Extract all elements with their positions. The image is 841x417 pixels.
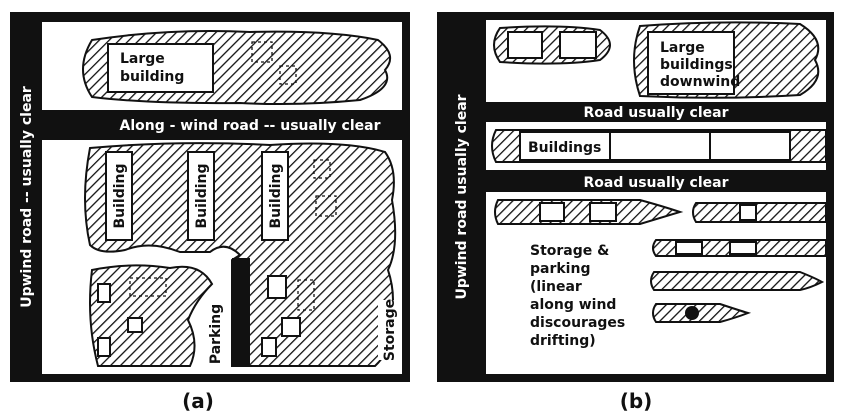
upwind-road-label: Upwind road -- usually clear — [19, 86, 35, 308]
storage-row — [692, 202, 827, 223]
storage-row — [494, 199, 684, 225]
shed — [261, 337, 277, 357]
shed — [281, 317, 301, 337]
parking-lane — [232, 258, 250, 366]
storage-row — [652, 303, 752, 323]
small-building — [507, 31, 543, 59]
dashed-outline — [251, 41, 273, 63]
storage-unit — [685, 306, 699, 320]
small-building — [559, 31, 597, 59]
building-3 — [261, 151, 289, 241]
storage-label-bg — [378, 300, 398, 360]
storage-unit — [539, 202, 565, 222]
building-2-label: Building — [194, 163, 210, 228]
panel-a-caption: (a) — [182, 389, 214, 413]
road-2-label: Road usually clear — [584, 175, 729, 191]
storage-unit — [729, 241, 757, 255]
storage-parking-label: along wind — [530, 297, 616, 313]
storage-unit — [675, 241, 703, 255]
along-wind-road-label: Along - wind road -- usually clear — [119, 118, 380, 134]
road-1-label: Road usually clear — [584, 105, 729, 121]
buildings-row — [519, 131, 791, 161]
dashed-outline — [279, 65, 297, 85]
large-building — [107, 43, 214, 93]
storage-unit — [589, 202, 617, 222]
large-buildings — [647, 31, 735, 95]
road-1 — [486, 102, 826, 122]
large-building-label: building — [120, 69, 184, 85]
along-wind-road — [42, 110, 402, 140]
shed — [127, 317, 143, 333]
storage-parking-label: drifting) — [530, 333, 596, 349]
dashed-outline — [313, 159, 331, 179]
storage-parking-label: (linear — [530, 279, 582, 295]
storage-row — [650, 271, 825, 291]
shed — [267, 275, 287, 299]
panel-b-caption: (b) — [620, 389, 653, 413]
lower-left-drift — [89, 264, 214, 367]
storage-parking-label: discourages — [530, 315, 625, 331]
building-2 — [187, 151, 215, 241]
large-building-label: Large — [120, 51, 165, 67]
building-1 — [105, 151, 133, 241]
storage-unit — [739, 204, 757, 221]
large-buildings-label: buildings — [660, 57, 733, 73]
building-3-label: Building — [268, 163, 284, 228]
large-buildings-label: downwind — [660, 74, 740, 90]
shed — [97, 283, 111, 303]
large-buildings-label: Large — [660, 40, 705, 56]
dashed-outline — [315, 195, 337, 217]
parking-label-bg — [204, 300, 226, 364]
building-1-label: Building — [112, 163, 128, 228]
dashed-outline — [297, 279, 315, 311]
storage-parking-label: parking — [530, 261, 590, 277]
panel-a: Large building Building Building Buildin… — [10, 12, 410, 382]
storage-label: Storage — [382, 299, 398, 361]
road-2 — [486, 170, 826, 192]
parking-label: Parking — [208, 304, 224, 364]
shed — [97, 337, 111, 357]
upwind-road-label: Upwind road usually clear — [454, 94, 470, 299]
storage-parking-label: Storage & — [530, 243, 609, 259]
panel-b: Large buildings downwind Buildings Upwin… — [437, 12, 834, 382]
buildings-label: Buildings — [528, 140, 601, 156]
dashed-outline — [129, 277, 167, 297]
